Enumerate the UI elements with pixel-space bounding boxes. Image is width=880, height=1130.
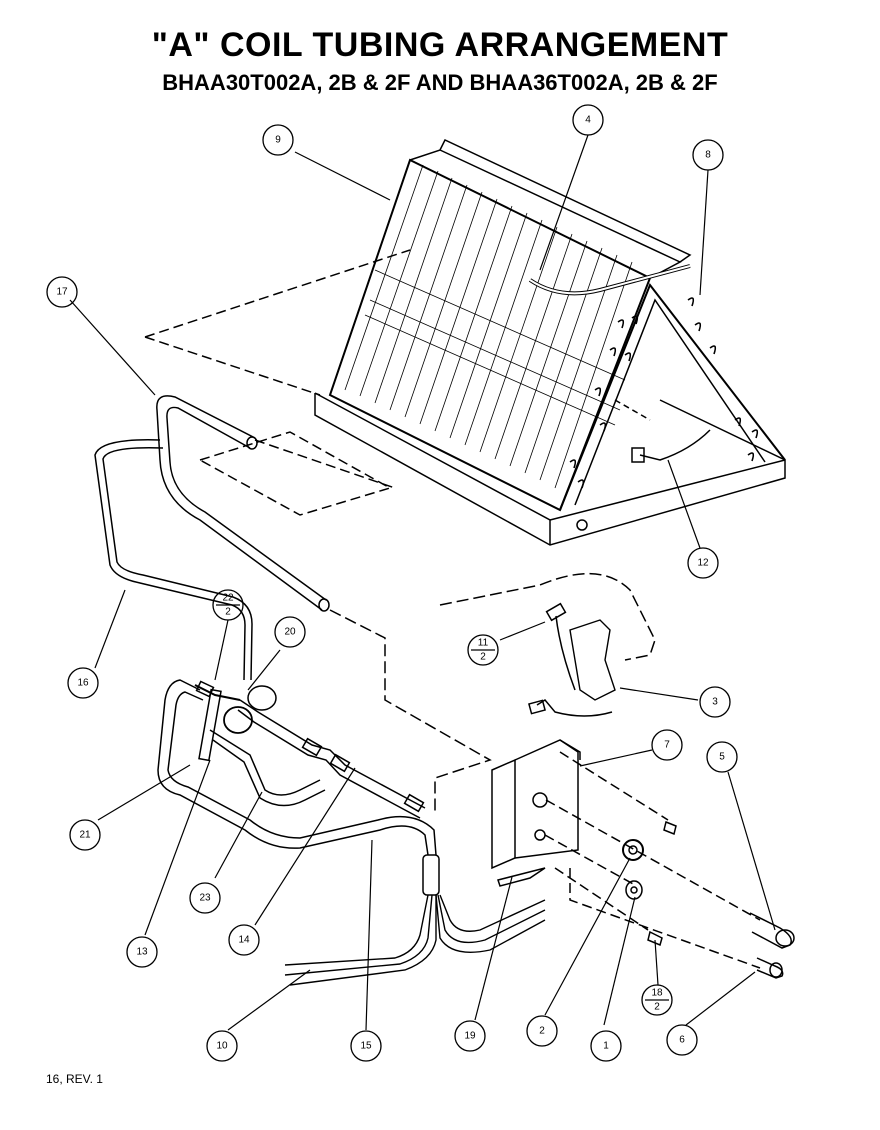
diagram-subtitle: BHAA30T002A, 2B & 2F AND BHAA36T002A, 2B… (162, 70, 718, 95)
return-bends (569, 297, 759, 489)
dashed-route (329, 609, 492, 815)
callout-11-qty: 2 (480, 652, 486, 663)
callout-5-label: 5 (719, 752, 725, 763)
callout-14: 14 (228, 924, 260, 956)
callout-1: 1 (590, 1030, 622, 1062)
revision-note: 16, REV. 1 (46, 1072, 103, 1086)
callout-17-label: 17 (56, 287, 68, 298)
callout-23: 23 (189, 882, 221, 914)
callout-2-label: 2 (539, 1026, 545, 1037)
callout-11-2: 112 (467, 634, 499, 666)
callout-10: 10 (206, 1030, 238, 1062)
leader-lines (69, 134, 776, 1031)
callout-8: 8 (692, 139, 724, 171)
callout-20: 20 (274, 616, 306, 648)
callout-6: 6 (666, 1024, 698, 1056)
callout-2: 2 (526, 1015, 558, 1047)
callout-16-label: 16 (77, 678, 89, 689)
callout-21-label: 21 (79, 830, 91, 841)
callout-23-label: 23 (199, 893, 211, 904)
callout-6-label: 6 (679, 1035, 685, 1046)
coil-fins (344, 164, 633, 489)
bracket-7 (491, 739, 581, 887)
callout-22-qty: 2 (225, 607, 231, 618)
callout-13: 13 (126, 936, 158, 968)
callout-12: 12 (687, 547, 719, 579)
callout-18-qty: 2 (654, 1002, 660, 1013)
callout-4-label: 4 (585, 115, 591, 126)
callout-9: 9 (262, 124, 294, 156)
callout-12-label: 12 (697, 558, 709, 569)
callouts: 9 4 8 17 12 222 20 16 112 3 7 5 21 23 13… (46, 104, 738, 1062)
tube-17 (156, 395, 330, 612)
inlet-outline (198, 431, 392, 516)
callout-7-label: 7 (664, 740, 670, 751)
callout-11-label: 11 (478, 638, 489, 649)
fastener-dashed-lines (544, 751, 761, 969)
callout-1-label: 1 (603, 1041, 609, 1052)
diagram-title: "A" COIL TUBING ARRANGEMENT (151, 26, 729, 64)
callout-17: 17 (46, 276, 78, 308)
callout-22-label: 22 (222, 593, 234, 604)
a-coil-assembly (144, 139, 786, 546)
sensor-11-assembly (528, 602, 616, 717)
distributor-tubes-10 (284, 894, 546, 986)
callout-14-label: 14 (238, 935, 250, 946)
callout-21: 21 (69, 819, 101, 851)
tube-16 (94, 439, 253, 681)
callout-19: 19 (454, 1020, 486, 1052)
callout-15: 15 (350, 1030, 382, 1062)
callout-19-label: 19 (464, 1031, 476, 1042)
callout-5: 5 (706, 741, 738, 773)
callout-18-2: 182 (641, 984, 673, 1016)
callout-3-label: 3 (712, 697, 718, 708)
callout-8-label: 8 (705, 150, 711, 161)
callout-9-label: 9 (275, 135, 281, 146)
callout-22-2: 222 (212, 589, 244, 621)
callout-18-label: 18 (651, 988, 663, 999)
callout-13-label: 13 (136, 947, 148, 958)
callout-3: 3 (699, 686, 731, 718)
callout-16: 16 (67, 667, 99, 699)
callout-20-label: 20 (284, 627, 296, 638)
callout-4: 4 (572, 104, 604, 136)
callout-10-label: 10 (216, 1041, 228, 1052)
fasteners (622, 820, 795, 979)
callout-15-label: 15 (360, 1041, 372, 1052)
valve-assembly (157, 679, 440, 896)
callout-7: 7 (651, 729, 683, 761)
